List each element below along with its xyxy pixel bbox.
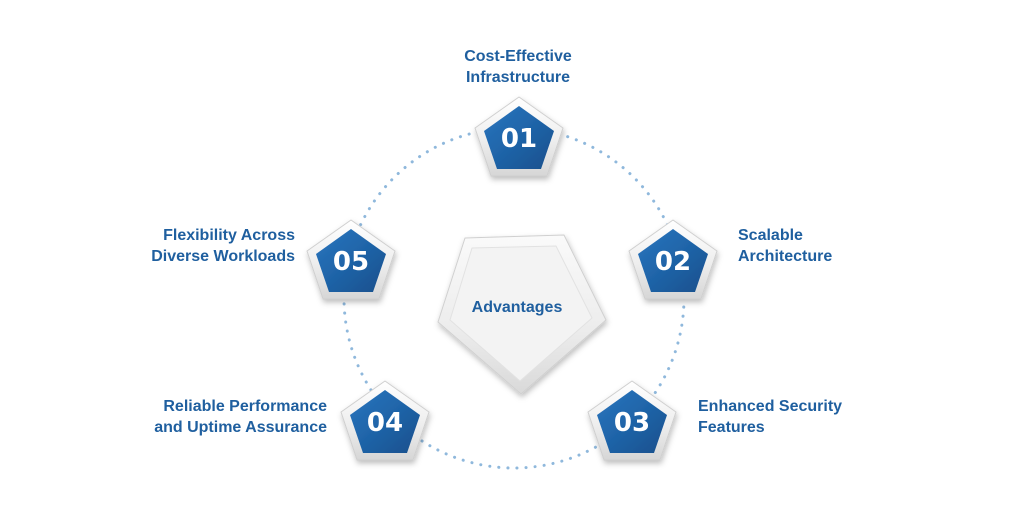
node-01-label-line-2: Infrastructure xyxy=(465,69,571,86)
node-04-badge xyxy=(340,380,430,461)
node-02-badge xyxy=(628,219,718,300)
node-02-label: Scalable Architecture xyxy=(738,225,832,267)
node-02-label-line-1: Scalable xyxy=(738,227,803,244)
node-05-badge xyxy=(306,219,396,300)
center-pentagon-inner xyxy=(449,245,593,382)
node-02-label-line-2: Architecture xyxy=(738,248,833,265)
center-title: Advantages xyxy=(472,299,563,316)
node-04-number: 04 xyxy=(367,408,403,438)
node-04-label-line-2: and Uptime Assurance xyxy=(154,419,327,436)
pentagon-badge-fill xyxy=(597,390,667,453)
node-04-label-line-1: Reliable Performance xyxy=(163,398,327,415)
node-01-label: Cost-Effective Infrastructure xyxy=(418,46,618,88)
node-03-label-line-2: Features xyxy=(698,419,765,436)
node-04-label: Reliable Performance and Uptime Assuranc… xyxy=(98,396,327,438)
pentagon-badge-fill xyxy=(350,390,420,453)
node-03-label-line-1: Enhanced Security xyxy=(698,398,843,415)
node-01-label-line-1: Cost-Effective xyxy=(464,48,572,65)
pentagon-badge-fill xyxy=(316,229,386,292)
node-01-badge xyxy=(474,96,564,177)
node-05-label-line-1: Flexibility Across xyxy=(163,227,295,244)
node-03-badge xyxy=(587,380,677,461)
center-pentagon xyxy=(437,234,607,395)
node-01-number: 01 xyxy=(501,124,537,154)
node-05-label: Flexibility Across Diverse Workloads xyxy=(96,225,295,267)
pentagon-badge-fill xyxy=(484,106,554,169)
node-03-label: Enhanced Security Features xyxy=(698,396,842,438)
node-02-number: 02 xyxy=(655,247,691,277)
node-03-number: 03 xyxy=(614,408,650,438)
node-05-label-line-2: Diverse Workloads xyxy=(151,248,295,265)
pentagon-badge-fill xyxy=(638,229,708,292)
node-05-number: 05 xyxy=(333,247,369,277)
